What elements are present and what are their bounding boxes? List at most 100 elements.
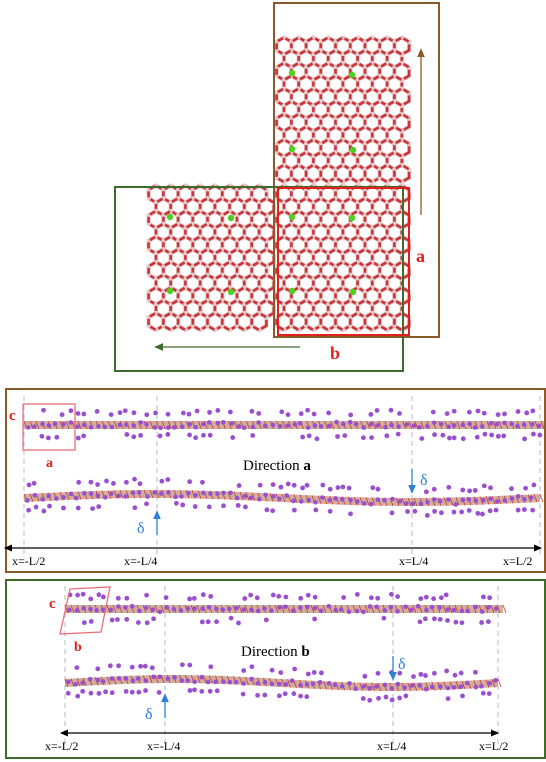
chain-bond — [197, 420, 202, 430]
flat-chain-a — [23, 407, 545, 442]
purple-atom — [242, 493, 248, 499]
purple-atom-above — [340, 484, 346, 490]
purple-atom-below — [151, 616, 157, 622]
chain-bond — [407, 682, 412, 692]
purple-atom-above — [138, 663, 144, 669]
purple-atom-above — [137, 481, 143, 487]
purple-atom — [486, 604, 491, 610]
panel-b-frame — [5, 579, 546, 759]
purple-atom — [388, 604, 394, 610]
lattice-ring — [206, 311, 224, 332]
panel-b-delta-lower: δ — [145, 706, 153, 723]
purple-atom — [164, 605, 169, 610]
purple-atom-below — [482, 431, 488, 437]
purple-atom-below — [192, 504, 198, 509]
purple-atom — [152, 490, 158, 495]
purple-atom — [165, 425, 171, 430]
purple-atom-below — [263, 617, 269, 623]
purple-atom-above — [431, 486, 437, 492]
purple-atom-above — [187, 596, 192, 602]
purple-atom — [283, 682, 289, 687]
purple-atom-above — [467, 488, 472, 494]
chain-bond — [293, 494, 298, 503]
chain-bond — [443, 497, 448, 506]
purple-atom-below — [109, 690, 115, 696]
purple-atom — [346, 609, 352, 615]
purple-atom-below — [54, 434, 60, 440]
purple-atom-below — [207, 688, 213, 694]
purple-atom-below — [384, 433, 390, 439]
chain-bond — [371, 682, 376, 692]
purple-atom-above — [278, 670, 284, 675]
purple-atom — [389, 686, 395, 691]
purple-atom — [383, 424, 388, 430]
purple-atom-below — [235, 503, 241, 508]
purple-atom — [395, 681, 401, 687]
purple-atom-above — [348, 412, 354, 418]
purple-atom — [215, 491, 220, 497]
purple-atom-above — [327, 486, 333, 492]
purple-atom — [382, 497, 387, 503]
purple-atom-above — [88, 596, 94, 602]
purple-atom-below — [314, 436, 320, 442]
purple-atom — [317, 679, 323, 685]
purple-atom — [271, 494, 276, 499]
lattice-ring — [393, 163, 411, 184]
chain-bond — [442, 604, 447, 614]
purple-atom — [367, 604, 373, 609]
purple-atom — [200, 606, 205, 612]
purple-atom — [479, 609, 485, 614]
purple-atom — [100, 607, 106, 613]
purple-atom — [425, 499, 430, 505]
purple-atom-below — [144, 501, 149, 507]
purple-atom — [73, 682, 79, 687]
purple-atom — [263, 492, 268, 498]
purple-atom — [157, 609, 163, 615]
purple-atom — [208, 491, 213, 496]
purple-atom-below — [193, 435, 199, 441]
chain-bond — [317, 495, 322, 504]
purple-atom-above — [96, 592, 102, 598]
panel-b-x-label-minus-half: x=-L/2 — [45, 739, 78, 753]
purple-atom-above — [276, 593, 282, 599]
purple-atom-above — [104, 478, 109, 484]
purple-atom — [145, 494, 150, 499]
purple-atom-above — [165, 411, 171, 417]
purple-atom — [409, 607, 414, 613]
chain-bond — [246, 420, 250, 430]
purple-atom-above — [354, 591, 360, 597]
purple-atom-below — [165, 432, 171, 437]
purple-atom-above — [68, 408, 74, 414]
purple-atom — [229, 421, 235, 426]
purple-atom-above — [473, 669, 478, 675]
purple-atom-below — [397, 695, 402, 701]
chain-bond — [214, 675, 219, 684]
purple-atom — [304, 682, 310, 687]
purple-atom — [32, 492, 38, 498]
panel-b-x-label-minus-quarter: x=-L/4 — [147, 739, 180, 753]
purple-atom-below — [206, 504, 212, 510]
purple-atom-below — [447, 435, 452, 441]
purple-atom — [305, 425, 311, 430]
purple-atom — [123, 494, 129, 499]
purple-atom-below — [132, 505, 138, 511]
purple-atom — [94, 607, 99, 613]
purple-atom-below — [90, 506, 95, 512]
purple-atom-above — [256, 411, 262, 416]
purple-atom — [479, 683, 484, 689]
purple-atom-above — [142, 663, 148, 669]
purple-atom — [123, 676, 129, 681]
purple-atom — [88, 606, 93, 612]
purple-atom — [488, 420, 494, 426]
purple-atom-below — [312, 616, 318, 622]
purple-atom — [172, 675, 177, 680]
purple-atom — [297, 420, 303, 426]
chain-bond — [496, 604, 501, 614]
purple-atom — [187, 421, 193, 427]
purple-atom — [282, 604, 288, 610]
purple-atom — [515, 423, 520, 429]
purple-atom — [354, 608, 360, 614]
purple-atom — [319, 495, 325, 500]
purple-atom-below — [187, 688, 193, 693]
lattice-ring — [275, 163, 293, 184]
